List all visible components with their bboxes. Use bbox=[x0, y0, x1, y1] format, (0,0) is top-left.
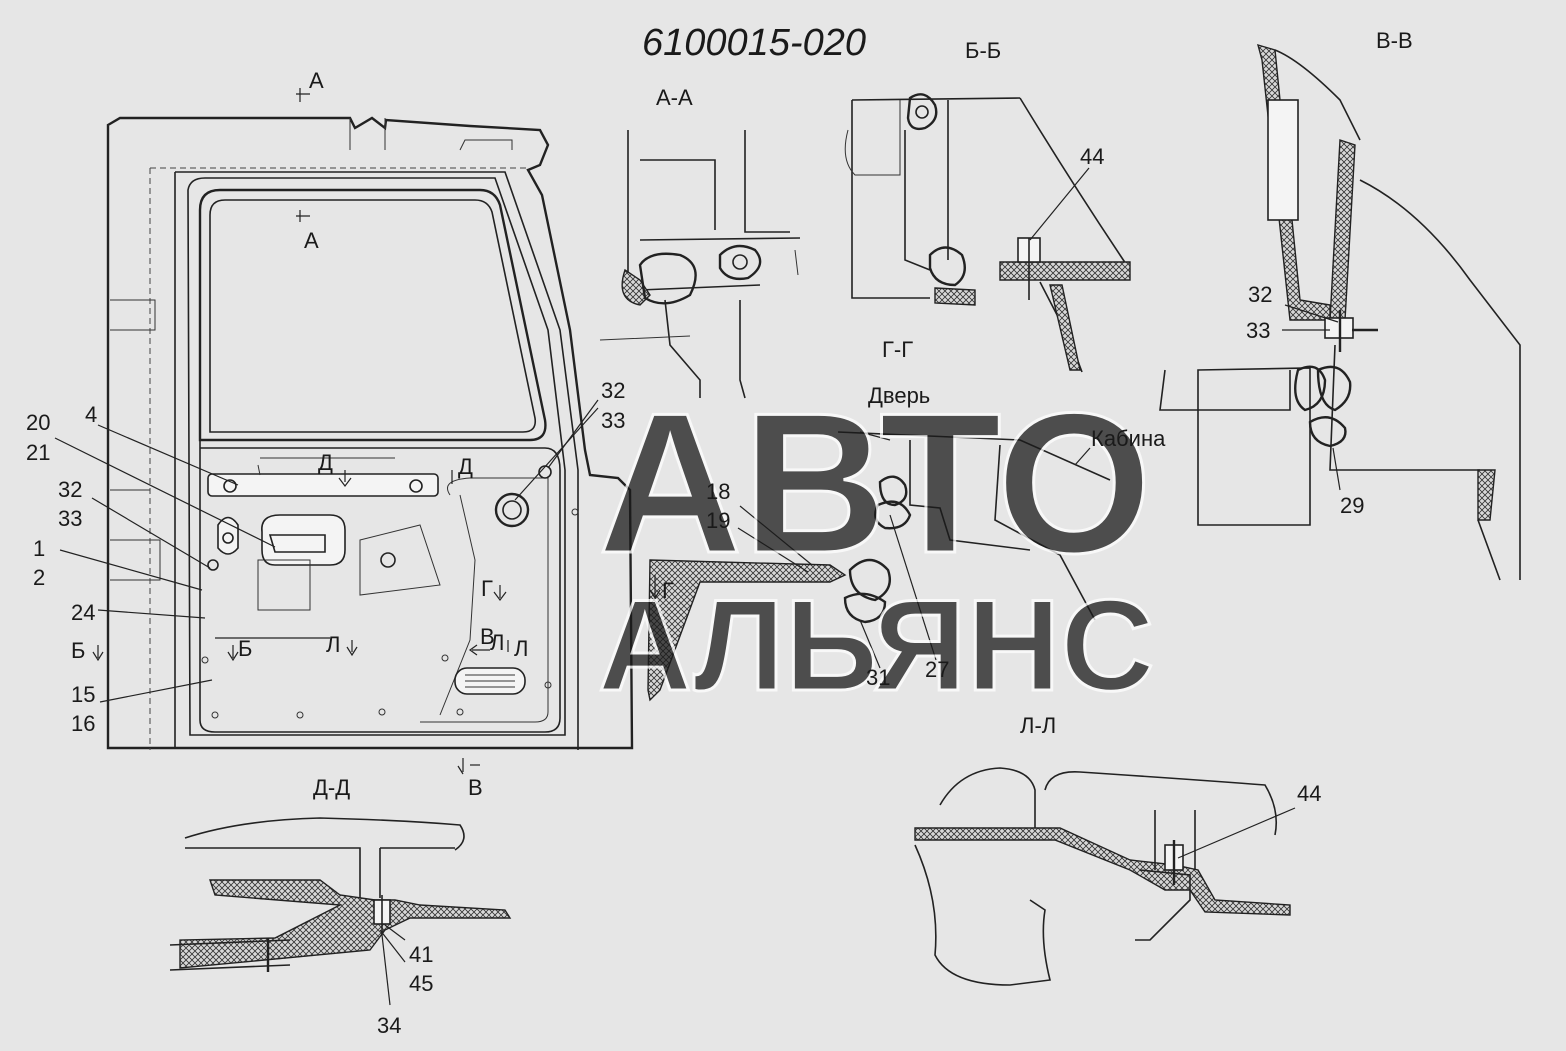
callout-44-ll: 44 bbox=[1297, 781, 1321, 806]
door-main-view bbox=[54, 88, 634, 775]
section-bb-drawing bbox=[844, 93, 1131, 373]
marker-b-left: Б bbox=[71, 638, 85, 663]
section-vv-title: В-В bbox=[1376, 28, 1413, 53]
callout-29: 29 bbox=[1340, 493, 1364, 518]
label-cabin: Кабина bbox=[1091, 426, 1166, 451]
callout-1: 1 bbox=[33, 536, 45, 561]
marker-a-mid: А bbox=[304, 228, 319, 253]
callout-44-bb: 44 bbox=[1080, 144, 1104, 169]
watermark: АВТО АЛЬЯНС bbox=[597, 371, 1156, 720]
callout-21: 21 bbox=[26, 440, 50, 465]
callout-34: 34 bbox=[377, 1013, 401, 1038]
marker-b-right: Б bbox=[238, 636, 252, 661]
section-bb-title: Б-Б bbox=[965, 38, 1001, 63]
marker-l-left: Л bbox=[326, 632, 340, 657]
callout-2: 2 bbox=[33, 565, 45, 590]
section-gg-drawing bbox=[647, 431, 1111, 702]
marker-l-right: Л bbox=[514, 636, 528, 661]
section-aa-drawing bbox=[599, 130, 801, 399]
callout-15: 15 bbox=[71, 682, 95, 707]
section-aa-title: А-А bbox=[656, 85, 693, 110]
callout-32-vv: 32 bbox=[1248, 282, 1272, 307]
callout-33-left: 33 bbox=[58, 506, 82, 531]
watermark-line2: АЛЬЯНС bbox=[598, 572, 1154, 718]
section-dd-title: Д-Д bbox=[313, 775, 350, 800]
callout-33-door: 33 bbox=[601, 408, 625, 433]
callout-18: 18 bbox=[706, 479, 730, 504]
callout-27: 27 bbox=[925, 657, 949, 682]
callout-24: 24 bbox=[71, 600, 95, 625]
marker-v-lower: В bbox=[468, 775, 483, 800]
section-gg-title: Г-Г bbox=[882, 337, 913, 362]
marker-a-top: А bbox=[309, 68, 324, 93]
marker-v-upper: В bbox=[480, 624, 495, 649]
callout-41: 41 bbox=[409, 942, 433, 967]
callout-4: 4 bbox=[85, 402, 97, 427]
callout-31: 31 bbox=[866, 665, 890, 690]
callout-16: 16 bbox=[71, 711, 95, 736]
callout-32-door: 32 bbox=[601, 378, 625, 403]
section-ll-drawing bbox=[914, 767, 1296, 986]
label-door: Дверь bbox=[868, 383, 930, 408]
drawing-title: 6100015-020 bbox=[642, 22, 866, 64]
callout-33-vv: 33 bbox=[1246, 318, 1270, 343]
callout-19: 19 bbox=[706, 508, 730, 533]
marker-g-door: Г bbox=[481, 576, 493, 601]
marker-l-mid: Л bbox=[490, 630, 504, 655]
marker-d-right: Д bbox=[458, 454, 473, 479]
callout-32-left: 32 bbox=[58, 477, 82, 502]
section-ll-title: Л-Л bbox=[1020, 713, 1056, 738]
watermark-line1: АВТО bbox=[598, 372, 1152, 595]
section-vv-drawing bbox=[1159, 43, 1521, 581]
callout-20: 20 bbox=[26, 410, 50, 435]
section-dd-drawing bbox=[169, 817, 512, 1006]
marker-d-left: Д bbox=[318, 450, 333, 475]
marker-g-section: Г bbox=[662, 578, 674, 603]
callout-45: 45 bbox=[409, 971, 433, 996]
